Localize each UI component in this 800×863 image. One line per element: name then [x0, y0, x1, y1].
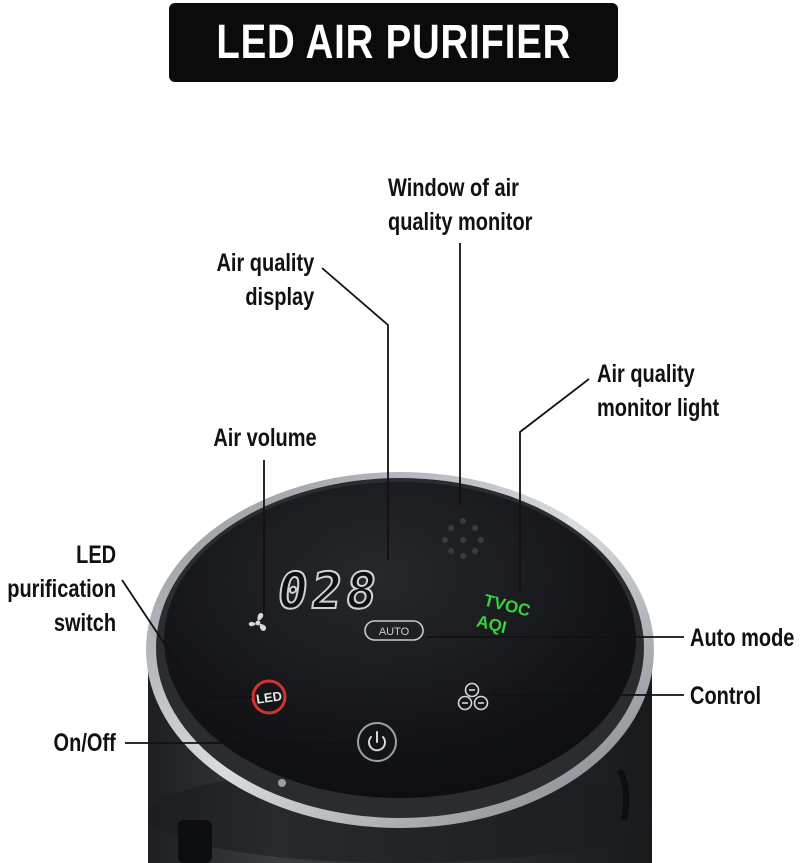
callout-monitor-light: Air quality monitor light [597, 360, 720, 422]
side-vent [178, 820, 212, 863]
auto-mode-button: AUTO [364, 620, 424, 641]
callout-window-monitor: Window of air quality monitor [388, 174, 533, 236]
sensor-grille-icon [442, 518, 484, 559]
callout-on-off: On/Off [53, 729, 116, 757]
callout-led-switch: LED purification switch [7, 541, 116, 637]
control-dots-icon [457, 682, 489, 711]
power-icon [368, 731, 386, 752]
callout-lines [121, 243, 684, 744]
callout-air-quality-display: Air quality display [216, 249, 314, 311]
status-dot [278, 779, 286, 787]
callout-air-volume: Air volume [213, 424, 317, 452]
led-label: LED [255, 688, 283, 706]
fan-icon [248, 612, 267, 631]
title-banner: LED AIR PURIFIER [169, 3, 618, 82]
callout-control: Control [690, 682, 762, 710]
led-switch-button: LED [251, 679, 287, 715]
auto-label: AUTO [379, 626, 410, 638]
callout-auto-mode: Auto mode [690, 624, 795, 652]
page-title: LED AIR PURIFIER [216, 16, 571, 69]
aqi-reading-display: 028 [274, 561, 385, 620]
power-button [357, 722, 397, 762]
